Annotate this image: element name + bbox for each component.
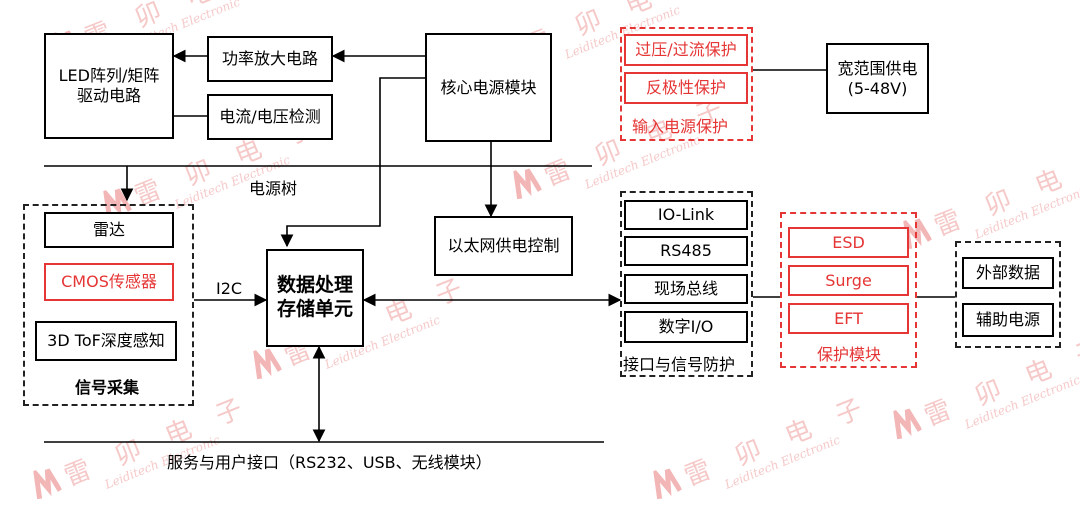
rs485-block: RS485 (624, 236, 748, 266)
surge-block: Surge (788, 265, 909, 296)
fieldbus-block: 现场总线 (624, 274, 748, 304)
connection-lines (44, 49, 955, 443)
auxiliary-power-block: 辅助电源 (962, 303, 1054, 337)
ethernet-power-control-block: 以太网供电控制 (434, 216, 573, 276)
digital-io-block: 数字I/O (624, 311, 748, 343)
reverse-polarity-protection: 反极性保护 (624, 72, 748, 104)
input-power-protection-group (620, 27, 753, 141)
interface-signal-protection-label: 接口与信号防护 (623, 355, 736, 374)
tof-depth-sensing-block: 3D ToF深度感知 (35, 321, 177, 361)
core-power-module: 核心电源模块 (425, 33, 552, 142)
power-tree-label: 电源树 (249, 179, 298, 198)
external-group (955, 241, 1061, 348)
current-voltage-detect-block: 电流/电压检测 (207, 94, 333, 140)
signal-acquisition-label: 信号采集 (75, 378, 140, 397)
radar-block: 雷达 (44, 212, 174, 248)
wide-range-supply-block: 宽范围供电 (5-48V) (826, 43, 929, 114)
io-link-block: IO-Link (624, 200, 748, 230)
eft-block: EFT (788, 303, 909, 334)
signal-acquisition-group (23, 204, 194, 406)
i2c-label: I2C (216, 279, 243, 298)
interface-signal-protection-group (620, 191, 753, 377)
input-power-protection-label: 输入电源保护 (632, 117, 729, 136)
overvoltage-overcurrent-protection: 过压/过流保护 (624, 34, 748, 66)
led-driver-block: LED阵列/矩阵 驱动电路 (44, 33, 174, 139)
external-data-block: 外部数据 (962, 257, 1054, 289)
protection-module-group (780, 212, 917, 368)
esd-block: ESD (788, 227, 909, 258)
cmos-sensor-block: CMOS传感器 (44, 263, 174, 301)
protection-module-label: 保护模块 (817, 345, 882, 364)
data-processing-storage-unit: 数据处理 存储单元 (266, 249, 364, 347)
power-amplifier-block: 功率放大电路 (207, 36, 333, 82)
service-user-interface-label: 服务与用户接口（RS232、USB、无线模块） (167, 453, 492, 472)
